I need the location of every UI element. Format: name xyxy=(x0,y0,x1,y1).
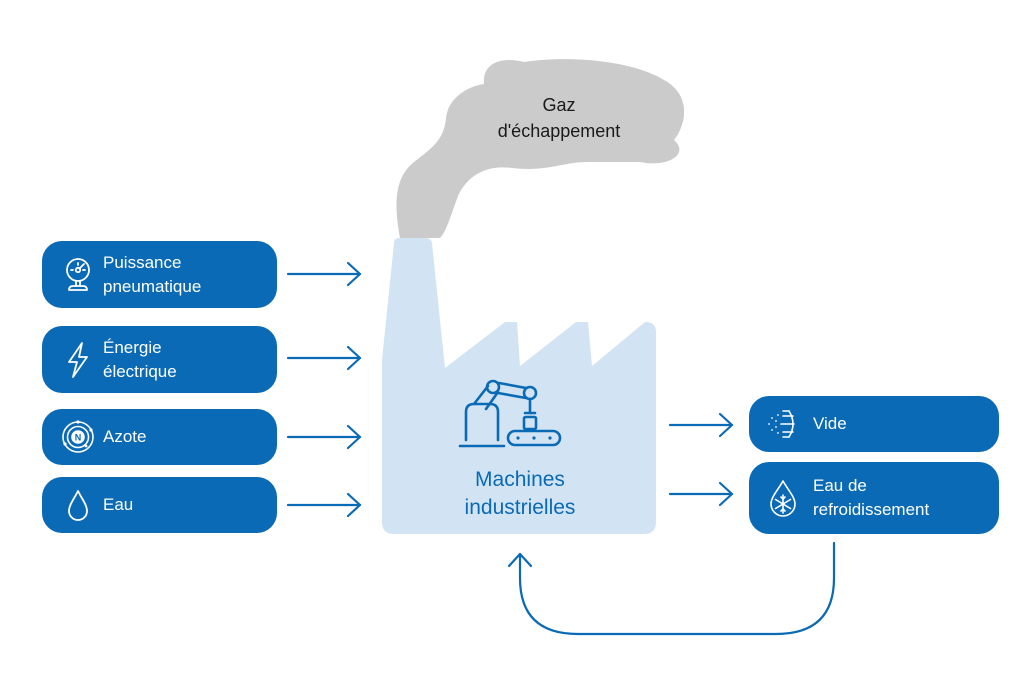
input-arrow-electric xyxy=(286,345,362,371)
input-pneumatic-power-label: Puissance pneumatique xyxy=(103,252,202,296)
lightning-icon xyxy=(58,340,98,380)
robot-arm-icon xyxy=(458,379,562,448)
input-water-label: Eau xyxy=(103,495,134,514)
exhaust-gas-label: Gaz d'échappement xyxy=(497,95,621,141)
factory-label: Machines industrielles xyxy=(464,468,576,519)
cooling-water-icon xyxy=(763,478,803,518)
input-arrow-water xyxy=(286,492,362,518)
exhaust-cloud xyxy=(396,59,685,238)
nitrogen-atom-icon: N xyxy=(58,417,98,457)
output-vacuum-label: Vide xyxy=(813,414,847,433)
output-vacuum: Vide xyxy=(749,396,999,452)
input-electric-energy-label: Énergie électrique xyxy=(103,337,177,381)
water-drop-icon xyxy=(58,485,98,525)
input-arrow-pneumatic xyxy=(286,261,362,287)
pneumatic-gauge-icon xyxy=(58,255,98,295)
input-pneumatic-power: Puissance pneumatique xyxy=(42,241,277,308)
output-arrow-vacuum xyxy=(668,412,734,438)
output-arrow-cooling xyxy=(668,481,734,507)
output-cooling-water-label: Eau de refroidissement xyxy=(813,476,930,519)
input-nitrogen: N Azote xyxy=(42,409,277,465)
input-arrow-nitrogen xyxy=(286,424,362,450)
return-loop-arrow xyxy=(507,541,836,636)
output-cooling-water: Eau de refroidissement xyxy=(749,462,999,534)
input-nitrogen-label: Azote xyxy=(103,427,147,446)
input-electric-energy: Énergie électrique xyxy=(42,326,277,393)
svg-text:N: N xyxy=(75,433,82,443)
input-water: Eau xyxy=(42,477,277,533)
vacuum-icon xyxy=(763,404,803,444)
